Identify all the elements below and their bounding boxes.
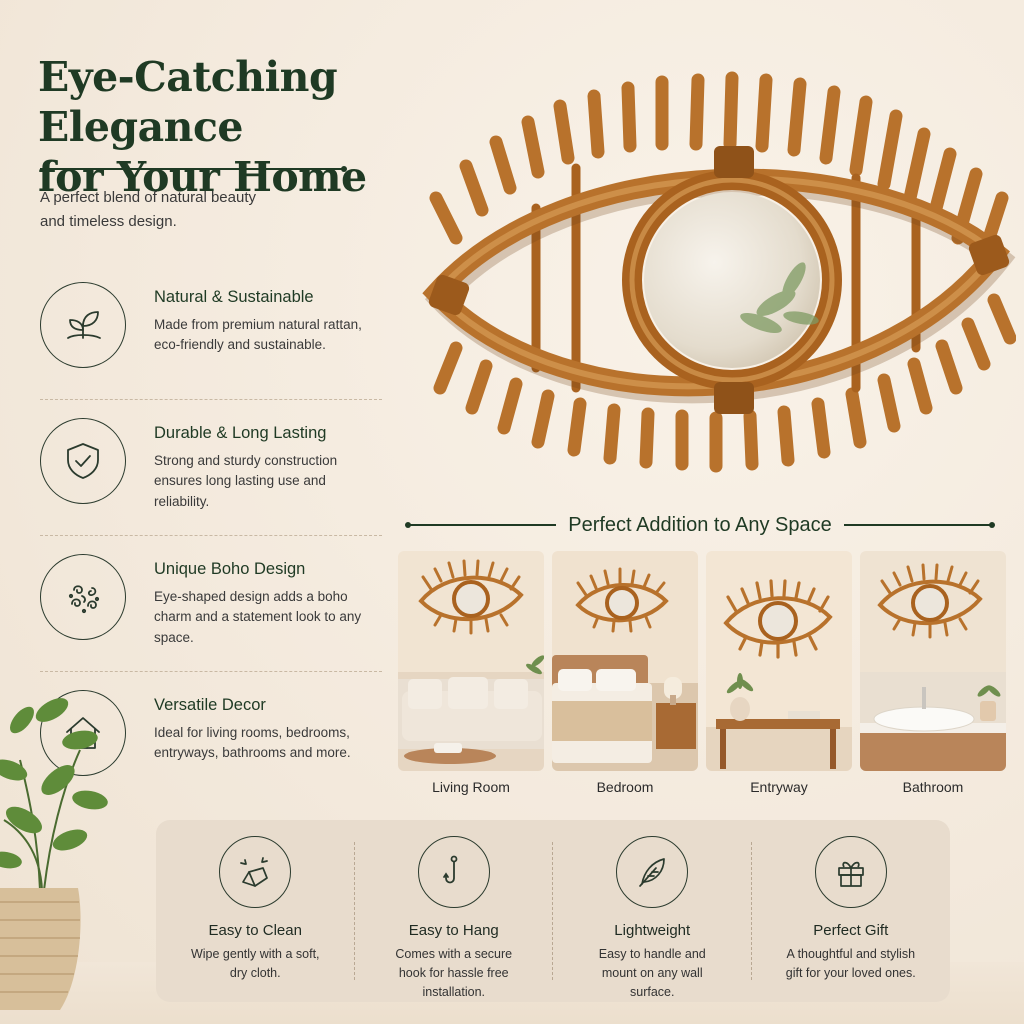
feature-desc: Strong and sturdy construction ensures l… [154, 453, 338, 509]
section-line-right [843, 522, 996, 527]
benefit-title: Perfect Gift [813, 922, 889, 939]
feature-item-durable: Durable & Long Lasting Strong and sturdy… [40, 414, 382, 550]
entryway-image [706, 551, 852, 771]
benefit-easy-clean: Easy to Clean Wipe gently with a soft, d… [156, 820, 355, 1002]
potted-plant-decoration [0, 698, 108, 1010]
feature-item-boho: Unique Boho Design Eye-shaped design add… [40, 550, 382, 686]
bedroom-image [552, 551, 698, 771]
feature-desc: Ideal for living rooms, bedrooms, entryw… [154, 725, 351, 761]
page-title: Eye-Catching Elegance for Your Home [38, 52, 498, 202]
hook-icon [417, 836, 490, 908]
room-label: Bathroom [902, 779, 964, 795]
room-card-bedroom: Bedroom [552, 551, 698, 795]
mirror-thumbnail [575, 567, 669, 633]
rattan-lash [927, 147, 957, 223]
benefits-panel: Easy to Clean Wipe gently with a soft, d… [156, 820, 950, 1002]
mirror-thumbnail [418, 559, 524, 635]
feature-desc: Made from premium natural rattan, eco-fr… [154, 317, 362, 353]
cleaning-cloth-icon [219, 836, 292, 908]
rattan-lash [743, 409, 759, 471]
section-line-left [404, 522, 557, 527]
rattan-lash [723, 71, 739, 151]
rattan-lash [553, 99, 575, 165]
bathroom-image [860, 551, 1006, 771]
rattan-lash [819, 85, 841, 165]
room-card-entryway: Entryway [706, 551, 852, 795]
title-divider [40, 166, 347, 171]
rattan-lash [903, 127, 931, 205]
rattan-lash [465, 359, 493, 415]
room-card-bathroom: Bathroom [860, 551, 1006, 795]
feature-title: Natural & Sustainable [154, 288, 314, 306]
rattan-lash [521, 115, 545, 179]
feature-item-versatile: Versatile Decor Ideal for living rooms, … [40, 686, 382, 822]
rattan-lash [907, 357, 933, 415]
mirror-thumbnail [877, 563, 983, 639]
rattan-lash [531, 389, 555, 449]
rattan-lash [497, 377, 523, 435]
rattan-lash [811, 397, 831, 459]
rattan-lash [433, 341, 463, 395]
room-gallery: Living Room [398, 551, 1006, 795]
mirror-thumbnail [723, 579, 833, 659]
rattan-lash [845, 387, 867, 449]
rattan-lash [877, 109, 903, 191]
rattan-lash [777, 405, 795, 467]
rattan-lash [935, 339, 963, 395]
title-line-2: for Your Home [38, 153, 367, 202]
rattan-lash [459, 159, 489, 217]
room-card-living: Living Room [398, 551, 544, 795]
title-line-1: Eye-Catching Elegance [38, 53, 338, 152]
rattan-lash [639, 407, 655, 469]
section-title: Perfect Addition to Any Space [568, 513, 832, 536]
rattan-lash [489, 135, 517, 195]
benefit-lightweight: Lightweight Easy to handle and mount on … [553, 820, 752, 1002]
feature-title: Durable & Long Lasting [154, 424, 327, 442]
boho-swirl-icon [40, 554, 126, 640]
feather-icon [616, 836, 689, 908]
room-label: Bedroom [596, 779, 654, 795]
room-label: Living Room [432, 779, 510, 795]
gift-icon [814, 836, 887, 908]
benefit-title: Easy to Hang [408, 922, 499, 939]
benefit-desc: Easy to handle and mount on any wall sur… [598, 947, 706, 999]
subtitle: A perfect blend of natural beauty and ti… [40, 186, 340, 234]
benefit-title: Lightweight [614, 922, 691, 939]
benefit-desc: Wipe gently with a soft, dry cloth. [190, 947, 320, 980]
subtitle-line-1: A perfect blend of natural beauty [40, 189, 256, 206]
section-header: Perfect Addition to Any Space [404, 512, 996, 538]
rattan-lash [621, 81, 637, 153]
rattan-lash [987, 293, 1016, 345]
rattan-lash [429, 191, 463, 245]
rattan-lash [877, 373, 901, 433]
benefit-perfect-gift: Perfect Gift A thoughtful and stylish gi… [752, 820, 951, 1002]
rattan-lash [961, 317, 991, 371]
feature-list: Natural & Sustainable Made from premium … [40, 278, 382, 822]
rattan-lash [567, 397, 587, 457]
rattan-lash [787, 77, 807, 157]
feature-item-natural: Natural & Sustainable Made from premium … [40, 278, 382, 414]
room-label: Entryway [750, 779, 808, 795]
feature-desc: Eye-shaped design adds a boho charm and … [154, 589, 362, 645]
shield-check-icon [40, 418, 126, 504]
rattan-lash [849, 95, 873, 177]
leaf-sprout-icon [40, 282, 126, 368]
benefit-title: Easy to Clean [208, 922, 302, 939]
rattan-lash [689, 73, 705, 151]
rattan-eye-mirror [422, 71, 1016, 473]
benefit-desc: A thoughtful and stylish gift for your l… [785, 947, 916, 980]
benefit-easy-hang: Easy to Hang Comes with a secure hook fo… [355, 820, 554, 1002]
rattan-lash [755, 73, 773, 153]
subtitle-line-2: and timeless design. [40, 213, 177, 230]
benefit-desc: Comes with a secure hook for hassle free… [395, 947, 513, 999]
rattan-lash [603, 403, 621, 465]
rattan-lash [587, 89, 605, 159]
feature-title: Unique Boho Design [154, 560, 306, 578]
feature-title: Versatile Decor [154, 696, 266, 714]
living-room-image [398, 551, 544, 771]
